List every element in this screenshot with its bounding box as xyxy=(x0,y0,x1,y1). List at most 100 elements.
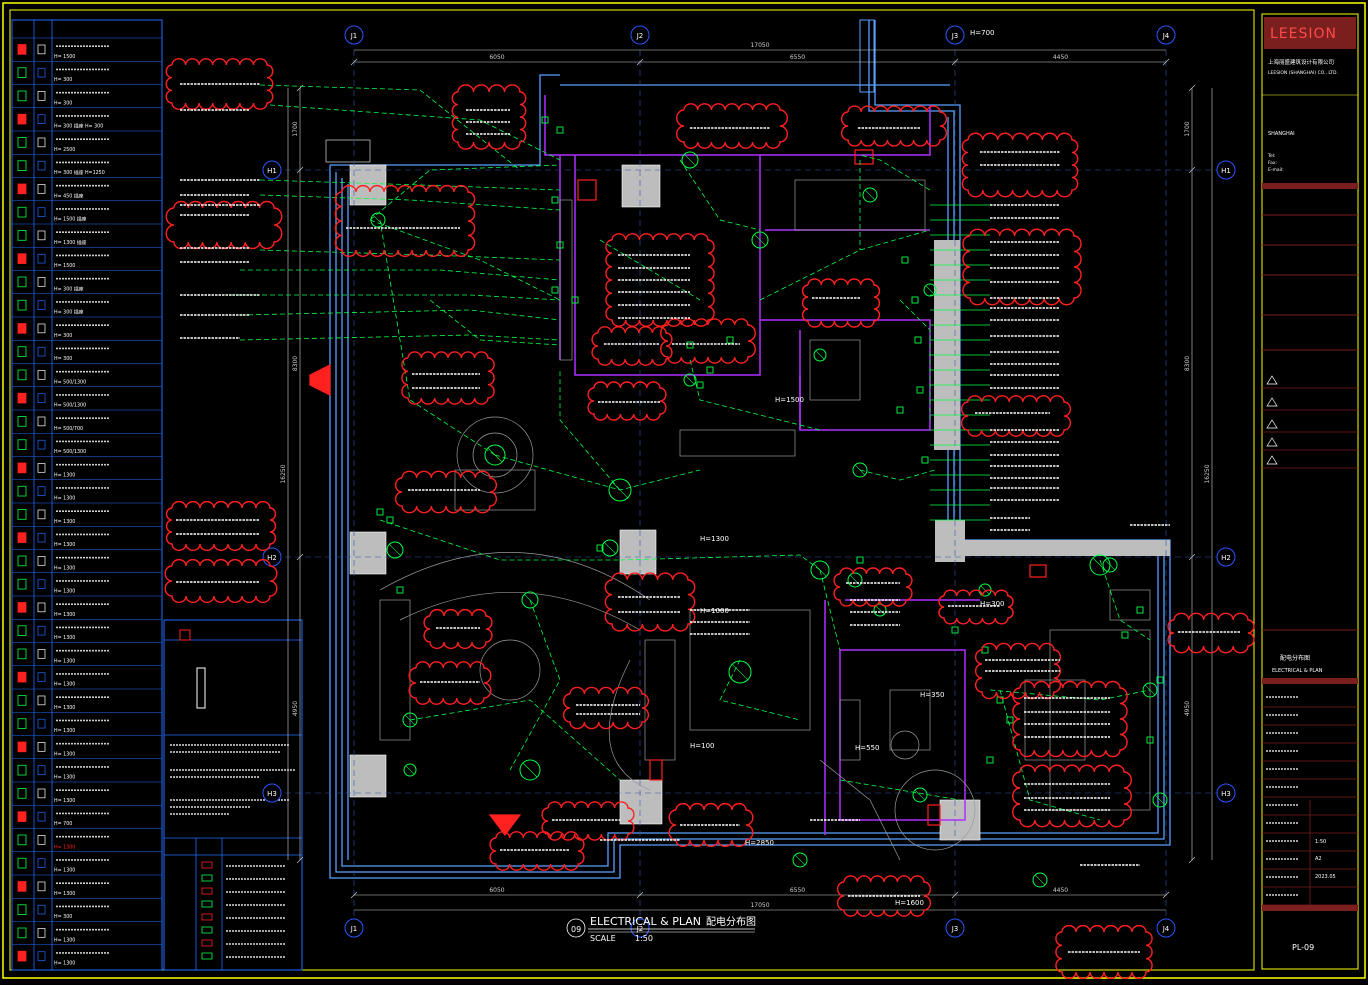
dimension-tick xyxy=(1188,84,1196,92)
light-fixture-icon xyxy=(519,759,541,781)
revision-cloud xyxy=(938,589,1014,625)
grid-bubble-label: H2 xyxy=(267,554,277,562)
wiring-routes xyxy=(230,84,1151,821)
legend-symbol-icon xyxy=(37,788,46,799)
legend-symbol-icon xyxy=(37,370,46,380)
legend-row-text: H= 300 插座 xyxy=(54,309,84,316)
wire-run xyxy=(679,159,761,231)
light-fixture-cross xyxy=(794,854,806,866)
light-fixture-icon xyxy=(810,560,830,580)
wire-run xyxy=(859,469,936,481)
revision-cloud xyxy=(451,84,527,150)
socket-icon xyxy=(726,336,734,344)
light-fixture-cross xyxy=(405,765,415,775)
wall-blocks xyxy=(859,19,1170,562)
revision-cloud xyxy=(562,686,650,730)
light-fixture-cross xyxy=(925,285,935,295)
address-line-3: Fax: xyxy=(1268,160,1277,166)
note-symbol-icon xyxy=(201,926,213,934)
socket-icon xyxy=(1006,716,1014,724)
legend-row-text: H= 1300 xyxy=(54,937,75,943)
legend-symbol-icon xyxy=(37,532,46,543)
wire-run xyxy=(599,239,701,301)
wire-run xyxy=(759,229,931,301)
legend-symbol-icon xyxy=(17,462,27,474)
wire-run xyxy=(409,699,621,781)
light-fixture-icon xyxy=(370,212,386,228)
dimension-label: 8300 xyxy=(292,356,299,371)
grid-bubble xyxy=(630,918,650,938)
socket-icon xyxy=(571,296,579,304)
legend-symbol-icon xyxy=(17,578,27,590)
light-fixture-cross xyxy=(813,563,827,577)
grid-bubble xyxy=(1156,918,1176,938)
legend-row-text: H= 1500 xyxy=(54,263,75,269)
revision-cloud xyxy=(165,200,283,250)
legend-symbol-icon xyxy=(17,230,27,241)
light-fixture-icon xyxy=(728,660,752,684)
legend-row-text: H= 300 xyxy=(54,77,72,83)
leader-line xyxy=(239,309,561,321)
dimension-total-label: 16250 xyxy=(280,464,287,483)
dimension-label: 1700 xyxy=(292,121,299,136)
socket-icon xyxy=(396,586,404,594)
revision-cloud xyxy=(423,608,493,650)
legend-symbol-icon xyxy=(17,764,27,776)
legend-symbol-icon xyxy=(17,532,27,543)
leader-line xyxy=(259,84,521,171)
legend-row-text: H= 1300 xyxy=(54,565,75,571)
drawing-title-en: ELECTRICAL & PLAN xyxy=(590,915,701,928)
light-fixture-cross xyxy=(685,375,695,385)
legend-symbol-icon xyxy=(17,299,27,311)
socket-icon xyxy=(921,456,929,464)
revision-cloud xyxy=(408,661,492,705)
switch-symbol xyxy=(179,629,191,641)
light-fixture-icon xyxy=(402,712,418,728)
legend-symbol-icon xyxy=(17,695,27,706)
socket-icon xyxy=(376,508,384,516)
legend-row-text: H= 1500 xyxy=(54,54,75,60)
dimension-label: 4950 xyxy=(1184,701,1191,716)
socket-icon xyxy=(541,116,549,124)
light-fixture-cross xyxy=(980,585,990,595)
light-fixture-cross xyxy=(1154,794,1166,806)
dimension-tick xyxy=(636,58,644,66)
legend-symbol-icon xyxy=(17,90,27,102)
grid-bubble-label: J3 xyxy=(951,32,959,40)
legend-row-text: H= 1300 xyxy=(54,751,75,757)
legend-row-text: H= 1300 xyxy=(54,658,75,664)
electrical-fixtures xyxy=(370,116,1168,888)
legend-symbol-icon xyxy=(37,230,46,241)
legend-symbol-icon xyxy=(37,439,46,450)
legend-row-text: H= 300 xyxy=(54,914,72,920)
legend-row-text: H= 300 xyxy=(54,333,72,339)
grid-bubble xyxy=(945,25,965,45)
socket-icon xyxy=(1146,736,1154,744)
legend-symbol-icon xyxy=(37,346,46,357)
room-label-1: H=1300 xyxy=(700,535,729,543)
legend-symbol-icon xyxy=(17,369,27,381)
socket-icon xyxy=(914,336,922,344)
revision-cloud xyxy=(165,500,277,552)
light-fixture-icon xyxy=(403,763,417,777)
legend-row-text: H= 1300 xyxy=(54,868,75,874)
legend-symbol-icon xyxy=(17,183,27,195)
legend-symbol-icon xyxy=(17,276,27,288)
revision-cloud xyxy=(974,642,1062,700)
drawing-inner-frame xyxy=(9,9,1255,971)
legend-symbol-icon xyxy=(17,857,27,869)
revision-cloud xyxy=(1012,680,1128,758)
revision-cloud xyxy=(962,228,1082,306)
dimension-label: 4950 xyxy=(292,701,299,716)
legend-row-text: H= 500/700 xyxy=(54,426,83,432)
revision-cloud xyxy=(1167,612,1255,654)
note-symbol-icon xyxy=(201,887,213,895)
dimension-label: 6050 xyxy=(489,54,504,61)
legend-symbol-icon xyxy=(17,718,27,729)
legend-symbol-icon xyxy=(37,811,46,822)
drawing-number: PL-09 xyxy=(1292,943,1314,952)
dimension-total-label: 17050 xyxy=(750,42,769,49)
